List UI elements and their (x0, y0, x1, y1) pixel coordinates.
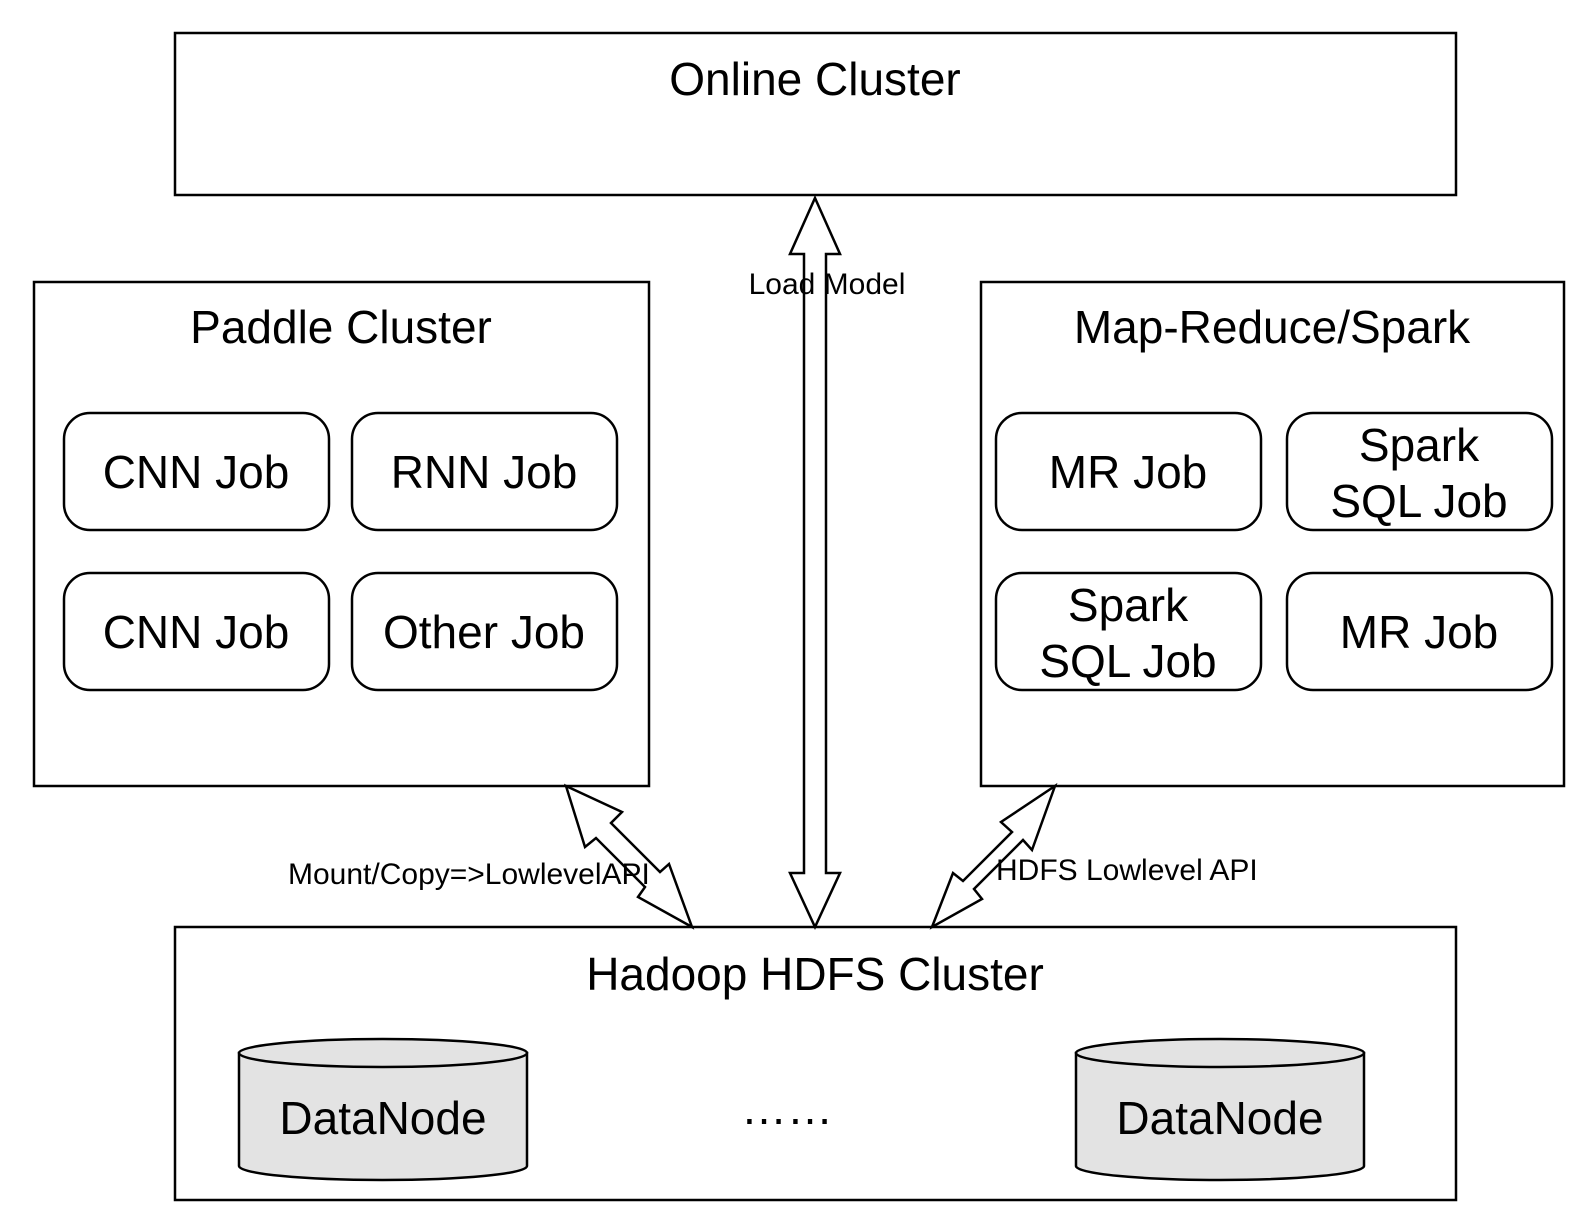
paddle-job-box (350, 411, 619, 532)
paddle-job-box (62, 571, 331, 692)
mapreduce-job-label-line2: SQL Job (1039, 635, 1216, 687)
datanode-cylinder: DataNode (1074, 1037, 1366, 1182)
paddle-cluster-title: Paddle Cluster (190, 301, 492, 353)
mapreduce-cluster-title: Map-Reduce/Spark (1074, 301, 1471, 353)
paddle-job-label: CNN Job (103, 446, 290, 498)
mapreduce-job-box (1285, 571, 1554, 692)
online-cluster-box (173, 31, 1458, 197)
hdfs-cluster-title: Hadoop HDFS Cluster (586, 948, 1044, 1000)
mapreduce-cluster: Map-Reduce/Spark MR Job Spark SQL Job Sp… (979, 280, 1566, 788)
mapreduce-cluster-box (979, 280, 1566, 788)
load-model-arrow (788, 194, 842, 930)
online-cluster: Online Cluster (173, 31, 1458, 197)
paddle-cluster-box (32, 280, 651, 788)
paddle-job-label: CNN Job (103, 606, 290, 658)
ellipsis-text: …… (741, 1082, 833, 1134)
datanode-cylinder: DataNode (237, 1037, 529, 1182)
paddle-job-label: Other Job (383, 606, 585, 658)
mr-hdfs-label: HDFS Lowlevel API (996, 854, 1258, 887)
paddle-job-label: RNN Job (391, 446, 578, 498)
datanode-top (1074, 1037, 1366, 1069)
datanode-label: DataNode (279, 1092, 486, 1144)
datanode-body (1074, 1051, 1366, 1182)
datanode-label: DataNode (1116, 1092, 1323, 1144)
mapreduce-job-label-line1: Spark (1068, 579, 1189, 631)
mapreduce-job-label: MR Job (1340, 606, 1498, 658)
paddle-job-box (62, 411, 331, 532)
hdfs-cluster: Hadoop HDFS Cluster DataNode …… DataNode (173, 925, 1458, 1202)
mapreduce-job-label-line1: Spark (1359, 419, 1480, 471)
paddle-hdfs-arrow (563, 783, 695, 930)
datanode-body (237, 1051, 529, 1182)
datanode-top (237, 1037, 529, 1069)
online-cluster-title: Online Cluster (669, 53, 960, 105)
paddle-cluster: Paddle Cluster CNN Job RNN Job CNN Job O… (32, 280, 651, 788)
mapreduce-job-label-line2: SQL Job (1330, 475, 1507, 527)
mapreduce-job-box (1285, 411, 1554, 532)
mapreduce-job-box (994, 411, 1263, 532)
paddle-hdfs-label: Mount/Copy=>LowlevelAPI (288, 858, 650, 891)
mapreduce-job-box (994, 571, 1263, 692)
paddle-job-box (350, 571, 619, 692)
load-model-label: Load Model (749, 268, 906, 301)
mapreduce-job-label: MR Job (1049, 446, 1207, 498)
mr-hdfs-arrow (929, 782, 1058, 930)
